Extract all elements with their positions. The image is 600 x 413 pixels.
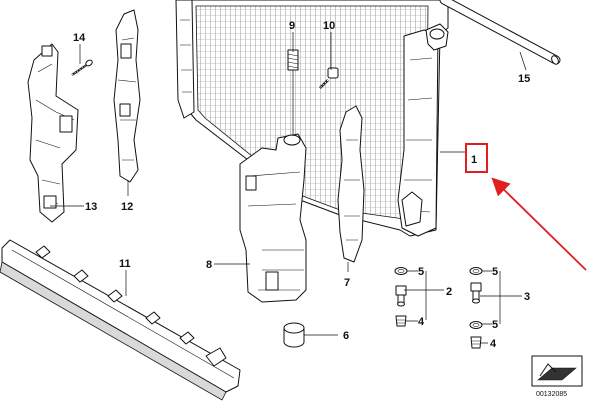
- callout-12: 12: [121, 201, 133, 213]
- callout-14: 14: [73, 32, 86, 44]
- callout-15: 15: [518, 73, 530, 85]
- rubber-mount: [283, 322, 305, 348]
- callout-1: 1: [471, 154, 477, 166]
- callout-3: 3: [524, 291, 530, 303]
- document-stamp: 00132085: [531, 355, 583, 398]
- drain-plug-right: [469, 267, 483, 349]
- callout-5: 5: [492, 319, 498, 331]
- side-guide-right: [113, 9, 141, 183]
- callout-11: 11: [119, 258, 131, 270]
- expansion-tank: [239, 133, 307, 303]
- leader-lines: [50, 32, 527, 344]
- air-guide-center: [337, 105, 365, 263]
- callout-13: 13: [85, 201, 97, 213]
- callout-9: 9: [289, 20, 295, 32]
- callout-6: 6: [343, 330, 349, 342]
- radiator: [175, 0, 449, 237]
- document-number: 00132085: [536, 391, 567, 398]
- hose: [439, 0, 561, 65]
- callout-4: 4: [418, 316, 425, 328]
- lower-bracket: [0, 239, 241, 401]
- expansion-screw: [287, 49, 299, 71]
- callout-4: 4: [490, 338, 497, 350]
- callout-2: 2: [446, 286, 452, 298]
- fastener-bolt: [319, 67, 339, 89]
- screw: [71, 59, 93, 76]
- red-arrow: [491, 177, 587, 271]
- callout-5: 5: [492, 266, 498, 278]
- callout-8: 8: [206, 259, 212, 271]
- drain-plug-left: [394, 267, 408, 327]
- highlight-box: [465, 143, 488, 173]
- side-guide-left: [27, 43, 79, 223]
- callout-7: 7: [344, 277, 350, 289]
- callout-10: 10: [323, 20, 335, 32]
- callout-5: 5: [418, 266, 424, 278]
